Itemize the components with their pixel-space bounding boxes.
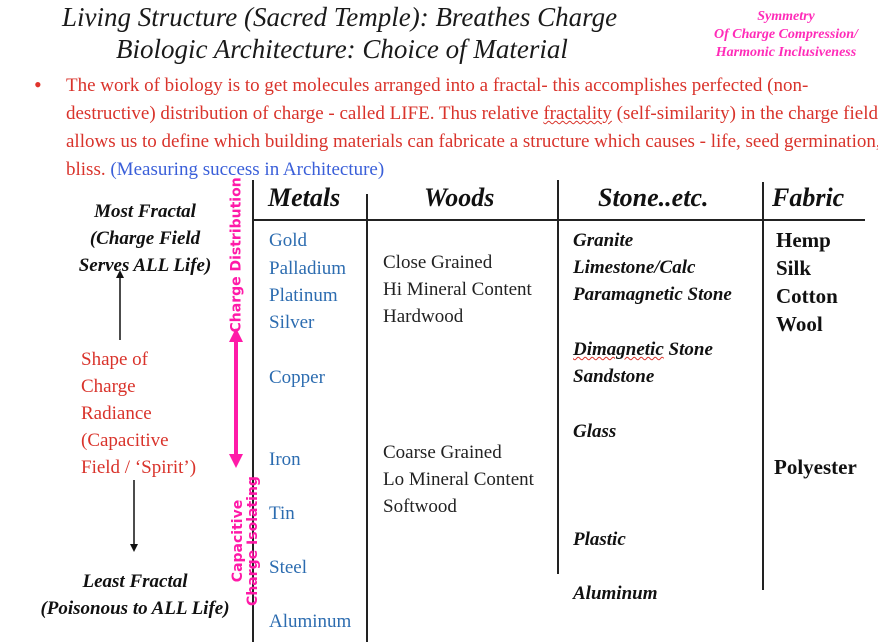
metal-palladium: Palladium	[269, 258, 347, 279]
wood-coarse-grained: Coarse Grained	[383, 442, 502, 463]
most-fractal-label: Most Fractal (Charge Field Serves ALL Li…	[60, 198, 230, 279]
most-fractal-line-2: (Charge Field	[89, 228, 201, 249]
stone-granite: Granite	[573, 230, 634, 251]
metal-iron: Iron	[269, 449, 301, 470]
shape-line-5: Field / ‘Spirit’)	[81, 457, 197, 478]
fabrics-top-group: Hemp Silk Cotton Wool	[776, 226, 838, 338]
least-fractal-line-1: Least Fractal	[82, 571, 188, 592]
corner-note-line-3: Harmonic Inclusiveness	[715, 45, 857, 60]
fabric-silk: Silk	[776, 256, 812, 280]
wood-hardwood: Hardwood	[383, 306, 464, 327]
stone-paramagnetic: Paramagnetic Stone	[573, 284, 732, 305]
stones-mid-group: Dimagnetic Stone Sandstone	[573, 336, 713, 390]
bullet-text-1: The work of biology is to get molecules …	[66, 75, 809, 124]
shape-of-radiance-label: Shape of Charge Radiance (Capacitive Fie…	[81, 346, 196, 481]
shape-line-1: Shape of	[81, 349, 149, 370]
stone-dimagnetic-suffix: Stone	[663, 339, 713, 360]
least-fractal-label: Least Fractal (Poisonous to ALL Life)	[20, 568, 250, 622]
stone-aluminum: Aluminum	[573, 583, 658, 604]
up-arrow-icon	[116, 270, 124, 340]
most-fractal-line-1: Most Fractal	[94, 201, 196, 222]
title-line-2: Biologic Architecture: Choice of Materia…	[116, 34, 568, 64]
stone-plastic: Plastic	[573, 529, 626, 550]
woods-top-group: Close Grained Hi Mineral Content Hardwoo…	[383, 249, 532, 330]
fabric-wool: Wool	[776, 312, 823, 336]
wood-close-grained: Close Grained	[383, 252, 493, 273]
title-line-1: Living Structure (Sacred Temple): Breath…	[62, 2, 618, 32]
metal-tin: Tin	[269, 503, 295, 524]
charge-isolating-line-1: Capacitive	[230, 499, 246, 583]
metal-copper: Copper	[269, 367, 325, 388]
header-fabric: Fabric	[772, 183, 845, 212]
most-fractal-line-3: Serves ALL Life)	[78, 255, 212, 276]
bullet-paragraph: The work of biology is to get molecules …	[66, 72, 878, 184]
bullet-text-2: (self-similarity) in the charge field al…	[66, 103, 878, 180]
corner-note-line-1: Symmetry	[757, 9, 815, 24]
shape-line-4: (Capacitive	[81, 430, 169, 451]
stone-sandstone: Sandstone	[573, 366, 655, 387]
header-woods: Woods	[424, 183, 495, 212]
table-header-rule	[253, 219, 865, 221]
stones-top-group: Granite Limestone/Calc Paramagnetic Ston…	[573, 227, 732, 308]
bullet-marker: •	[34, 72, 42, 97]
table-divider-left	[252, 180, 254, 642]
table-divider-metals-woods	[366, 194, 368, 642]
charge-isolating-label: Capacitive Charge Isolating	[230, 476, 263, 606]
fabric-cotton: Cotton	[776, 284, 838, 308]
table-divider-woods-stone	[557, 180, 559, 574]
charge-distribution-label: Charge Distribution	[228, 177, 245, 333]
bullet-blue-text: (Measuring success in Architecture)	[110, 159, 385, 180]
metal-silver: Silver	[269, 312, 315, 333]
stone-dimagnetic: Dimagnetic Stone	[573, 336, 713, 363]
fabric-hemp: Hemp	[776, 228, 831, 252]
bullet-squiggle-word: fractality	[543, 103, 612, 124]
least-fractal-line-2: (Poisonous to ALL Life)	[40, 598, 230, 619]
metal-aluminum: Aluminum	[269, 611, 352, 632]
metal-platinum: Platinum	[269, 285, 338, 306]
corner-note-line-2: Of Charge Compression/	[714, 27, 858, 42]
stone-glass: Glass	[573, 421, 617, 442]
metal-steel: Steel	[269, 557, 307, 578]
shape-line-2: Charge	[81, 376, 136, 397]
wood-hi-mineral: Hi Mineral Content	[383, 279, 532, 300]
header-stone: Stone..etc.	[598, 183, 709, 212]
table-divider-stone-fabric	[762, 182, 764, 590]
header-metals: Metals	[268, 183, 341, 212]
double-arrow-icon	[229, 328, 243, 468]
metal-gold: Gold	[269, 230, 307, 251]
wood-softwood: Softwood	[383, 496, 457, 517]
charge-isolating-line-2: Charge Isolating	[245, 476, 261, 606]
woods-bottom-group: Coarse Grained Lo Mineral Content Softwo…	[383, 439, 534, 520]
wood-lo-mineral: Lo Mineral Content	[383, 469, 534, 490]
stone-limestone: Limestone/Calc	[573, 257, 696, 278]
fabric-polyester: Polyester	[774, 455, 857, 479]
down-arrow-icon	[130, 480, 138, 552]
corner-note: Symmetry Of Charge Compression/ Harmonic…	[696, 8, 876, 62]
shape-line-3: Radiance	[81, 403, 152, 424]
stone-dimagnetic-word: Dimagnetic	[573, 339, 664, 360]
